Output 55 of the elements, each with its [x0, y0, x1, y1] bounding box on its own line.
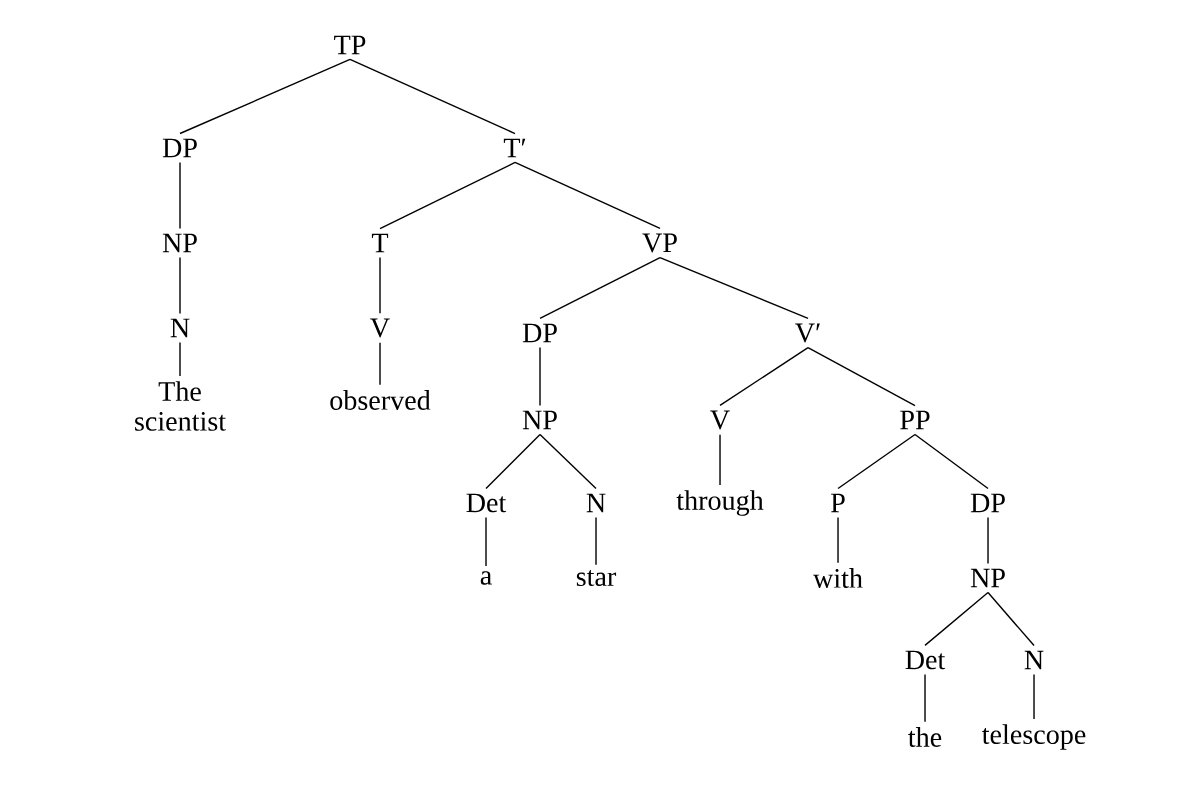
category-label: V′ [795, 323, 820, 343]
branch-line [349, 58, 516, 135]
branch-line [379, 161, 516, 230]
branch-line [807, 347, 916, 407]
branch-line [485, 516, 487, 567]
branch-line [987, 591, 1035, 647]
branch-line [379, 256, 381, 314]
branch-line [514, 161, 661, 229]
branch-line [179, 161, 181, 230]
category-label: DP [970, 493, 1005, 513]
word-label: the [908, 727, 942, 747]
branch-line [924, 591, 989, 647]
word-label: a [480, 571, 492, 585]
branch-line [179, 58, 351, 135]
word-label: The scientist [135, 381, 226, 431]
category-label: TP [334, 35, 366, 55]
word-label: with [813, 568, 863, 588]
category-label: NP [522, 410, 557, 430]
branch-line [539, 433, 597, 490]
branch-line [179, 341, 181, 377]
word-label: through [676, 490, 764, 516]
category-label: V [370, 318, 390, 338]
branch-line [719, 434, 721, 486]
category-label: V [710, 410, 730, 430]
category-label: P [831, 493, 845, 513]
branch-line [539, 346, 541, 407]
branch-line [659, 257, 809, 319]
category-label: VP [642, 233, 677, 253]
category-label: Det [466, 493, 507, 513]
category-label: DP [162, 138, 197, 158]
category-label: NP [970, 568, 1005, 588]
branch-line [485, 433, 541, 490]
category-label: T [371, 233, 389, 253]
category-label: PP [900, 410, 930, 430]
word-label: star [576, 569, 617, 587]
branch-line [837, 433, 916, 490]
word-label: observed [330, 390, 431, 410]
branch-line [837, 516, 839, 564]
branch-line [1033, 673, 1035, 720]
category-label: N [586, 493, 606, 513]
branch-line [924, 673, 926, 723]
category-label: T′ [503, 138, 526, 158]
category-label: Det [905, 650, 946, 670]
category-label: DP [522, 323, 557, 343]
branch-line [539, 257, 661, 320]
category-label: N [1024, 650, 1044, 670]
branch-line [179, 256, 181, 315]
category-label: NP [162, 233, 197, 253]
word-label: telescope [982, 724, 1086, 750]
branch-line [379, 342, 381, 386]
category-label: N [170, 318, 190, 338]
branch-line [595, 516, 597, 566]
branch-line [719, 347, 809, 406]
branch-line [914, 433, 989, 490]
branch-line [987, 516, 989, 565]
